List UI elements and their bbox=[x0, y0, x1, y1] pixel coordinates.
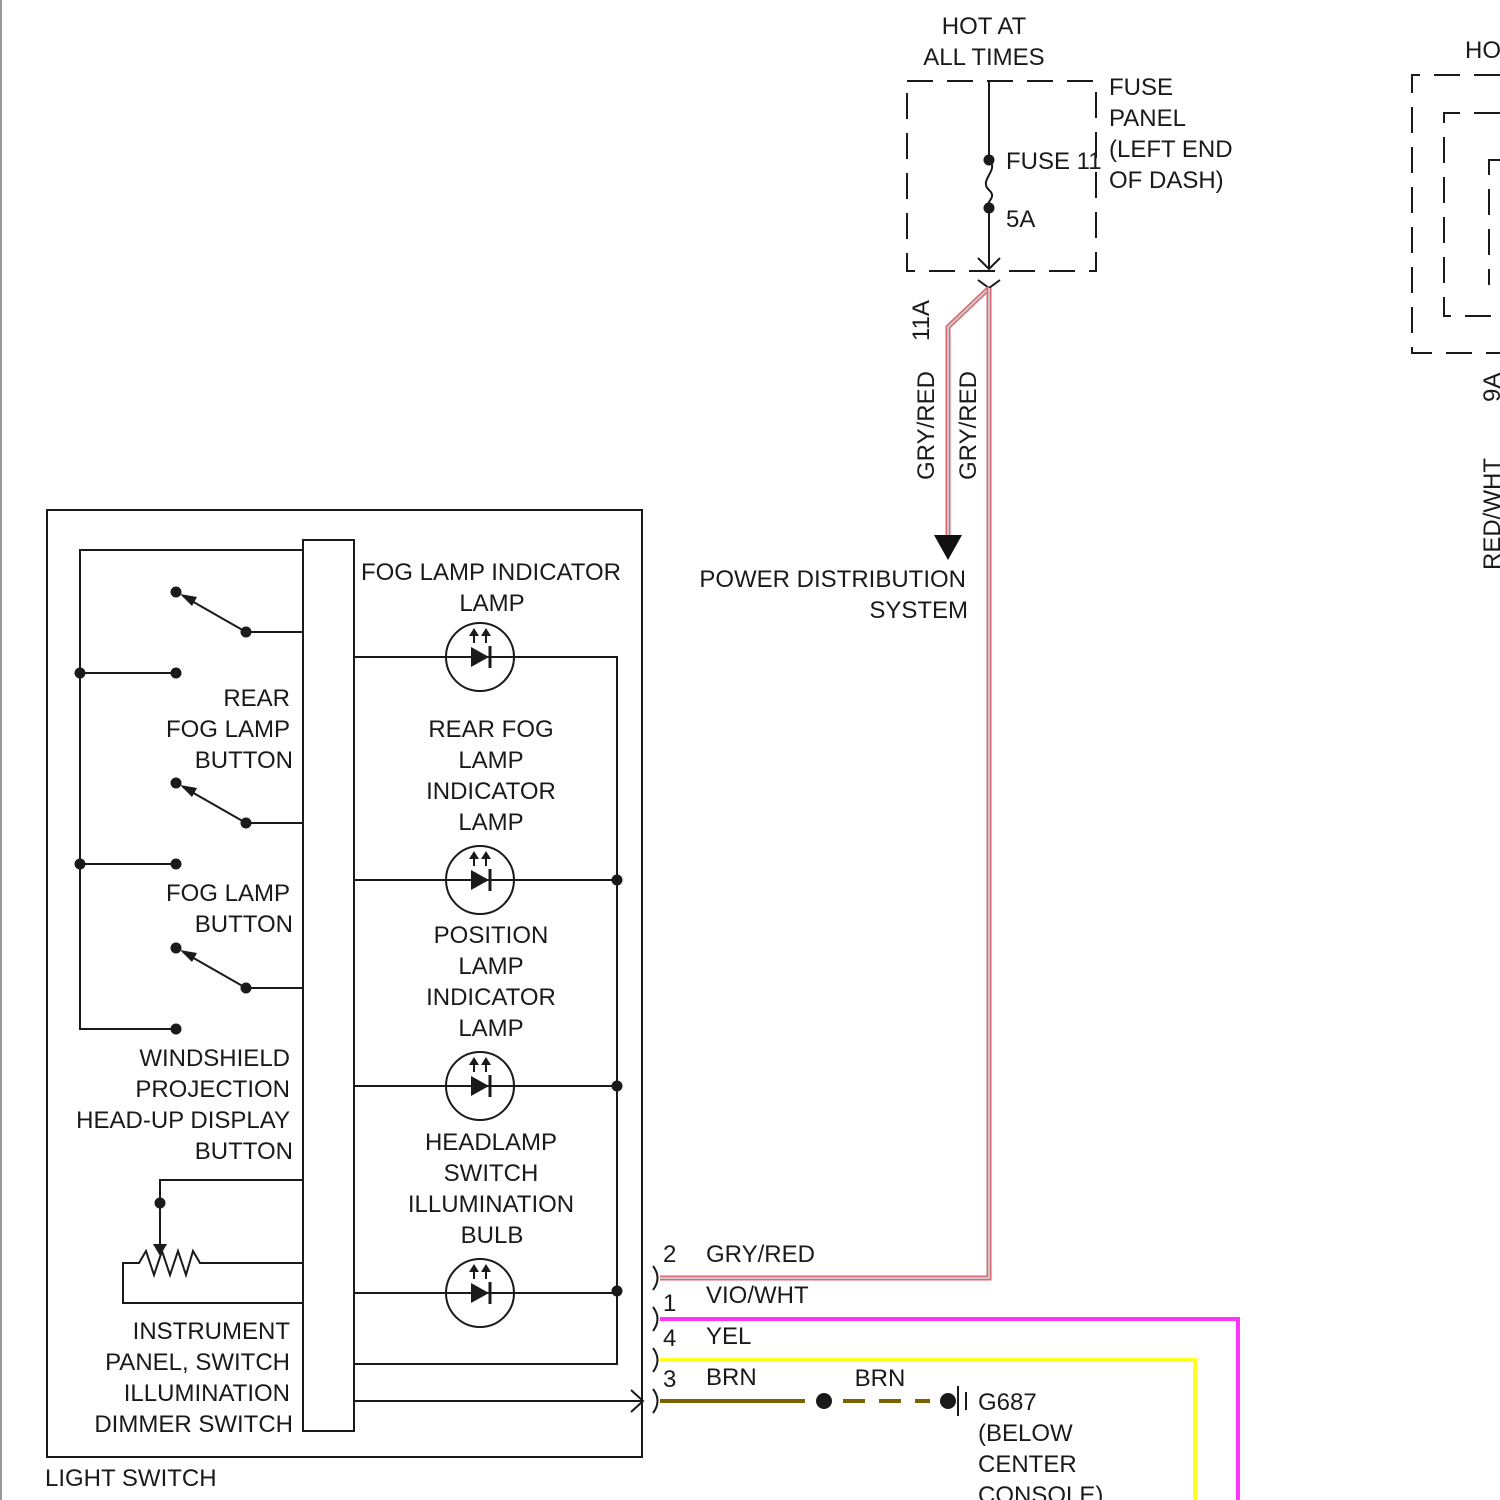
dimmer-potentiometer-icon bbox=[123, 1180, 303, 1303]
connector-pin-wire: GRY/RED bbox=[706, 1241, 815, 1268]
light-switch-label: LIGHT SWITCH bbox=[45, 1465, 217, 1492]
position-indicator-label-2: LAMP bbox=[458, 953, 523, 980]
fuse-panel-outline bbox=[907, 81, 1096, 271]
connector-pin-wire: BRN bbox=[706, 1364, 757, 1391]
connector-pin-number: 3 bbox=[663, 1366, 676, 1393]
switch-contact-icon bbox=[171, 943, 304, 994]
button-contact bbox=[171, 1024, 182, 1035]
position-indicator-label-1: POSITION bbox=[434, 922, 549, 949]
fog-button-label-1: FOG LAMP bbox=[166, 880, 290, 907]
connector-pin-3-icon bbox=[653, 1389, 658, 1413]
rear-fog-button-label-3: BUTTON bbox=[195, 747, 293, 774]
partial-box-innermost bbox=[1489, 160, 1500, 285]
position-indicator-led-icon bbox=[446, 1052, 514, 1120]
wire-label-gry-red-right: GRY/RED bbox=[955, 371, 982, 480]
power-distribution-arrow-icon bbox=[934, 535, 962, 560]
rear-fog-indicator-label-1: REAR FOG bbox=[428, 716, 553, 743]
hud-button-label-4: BUTTON bbox=[195, 1138, 293, 1165]
ground-label-1: G687 bbox=[978, 1389, 1037, 1416]
headlamp-bulb-label-2: SWITCH bbox=[444, 1160, 539, 1187]
partial-box-outer bbox=[1412, 75, 1500, 353]
gry-red-wires: 11A GRY/RED GRY/RED POWER DISTRIBUTION S… bbox=[660, 288, 989, 1278]
ground-label-4: CONSOLE) bbox=[978, 1482, 1103, 1500]
power-distribution-label-2: SYSTEM bbox=[869, 597, 968, 624]
fuse-panel-label-1: FUSE bbox=[1109, 74, 1173, 101]
ground-label-3: CENTER bbox=[978, 1451, 1077, 1478]
rear-fog-indicator-led-icon bbox=[446, 846, 514, 914]
junction-dot bbox=[612, 1286, 623, 1297]
connector-pin-1-icon bbox=[653, 1307, 658, 1331]
circuit-11a-label: 11A bbox=[908, 300, 935, 341]
headlamp-illumination-led-icon bbox=[446, 1259, 514, 1327]
partial-box-inner bbox=[1444, 113, 1500, 316]
dimmer-label-4: DIMMER SWITCH bbox=[94, 1411, 293, 1438]
rear-fog-button-label-2: FOG LAMP bbox=[166, 716, 290, 743]
light-switch: LIGHT SWITCH bbox=[45, 510, 643, 1492]
fog-indicator-label-2: LAMP bbox=[459, 590, 524, 617]
hot-at-label-2: ALL TIMES bbox=[923, 44, 1044, 71]
dimmer-label-2: PANEL, SWITCH bbox=[105, 1349, 290, 1376]
connector-pin-number: 2 bbox=[663, 1241, 676, 1268]
power-distribution-label-1: POWER DISTRIBUTION bbox=[699, 566, 966, 593]
partial-red-wht-label: RED/WHT bbox=[1479, 458, 1500, 570]
hud-button-label-2: PROJECTION bbox=[135, 1076, 290, 1103]
brn-splice bbox=[816, 1393, 832, 1409]
fuse-connector-icon-lower bbox=[978, 280, 1000, 288]
rear-fog-indicator-label-2: LAMP bbox=[458, 747, 523, 774]
rear-fog-indicator-label-4: LAMP bbox=[458, 809, 523, 836]
connector-pin-4-icon bbox=[653, 1348, 658, 1372]
hot-partial-label: HO bbox=[1465, 37, 1500, 64]
fuse-panel-label-3: (LEFT END bbox=[1109, 136, 1233, 163]
fuse-element-icon bbox=[986, 160, 992, 208]
dimmer-label-3: ILLUMINATION bbox=[124, 1380, 290, 1407]
position-indicator-label-3: INDICATOR bbox=[426, 984, 556, 1011]
connector-pin-wire: VIO/WHT bbox=[706, 1282, 809, 1309]
headlamp-bulb-label-4: BULB bbox=[461, 1222, 524, 1249]
fuse-panel-label-4: OF DASH) bbox=[1109, 167, 1224, 194]
headlamp-bulb-label-1: HEADLAMP bbox=[425, 1129, 557, 1156]
ground-splice bbox=[940, 1393, 956, 1409]
fuse-name: FUSE 11 bbox=[1006, 148, 1102, 175]
connector-pin-2-icon bbox=[653, 1266, 658, 1290]
switch-contact-icon bbox=[171, 587, 304, 638]
fog-button-label-2: BUTTON bbox=[195, 911, 293, 938]
connector-pin-number: 1 bbox=[663, 1290, 676, 1317]
fuse-panel: HOT AT ALL TIMES FUSE PANEL (LEFT END OF… bbox=[907, 13, 1233, 288]
hud-button-label-3: HEAD-UP DISPLAY bbox=[76, 1107, 290, 1134]
fuse-panel-label-2: PANEL bbox=[1109, 105, 1186, 132]
fuse-rating: 5A bbox=[1006, 206, 1035, 233]
hud-button-label-1: WINDSHIELD bbox=[139, 1045, 290, 1072]
switch-bus-bar bbox=[303, 540, 354, 1431]
fog-indicator-label-1: FOG LAMP INDICATOR bbox=[361, 559, 621, 586]
brn-mid-label: BRN bbox=[855, 1365, 906, 1392]
headlamp-bulb-label-3: ILLUMINATION bbox=[408, 1191, 574, 1218]
switch-contact-icon bbox=[171, 778, 304, 829]
partial-9a-label: 9A bbox=[1479, 373, 1500, 402]
fog-lamp-indicator-led-icon bbox=[446, 623, 514, 691]
hot-at-label-1: HOT AT bbox=[942, 13, 1027, 40]
ground-label-2: (BELOW bbox=[978, 1420, 1073, 1447]
rear-fog-indicator-label-3: INDICATOR bbox=[426, 778, 556, 805]
position-indicator-label-4: LAMP bbox=[458, 1015, 523, 1042]
button-contact bbox=[171, 859, 182, 870]
connector-pin-number: 4 bbox=[663, 1325, 676, 1352]
partial-fuse-box: HO 9A RED/WHT bbox=[1412, 37, 1500, 570]
rear-fog-button-label-1: REAR bbox=[223, 685, 290, 712]
wire-label-gry-red-left: GRY/RED bbox=[913, 371, 940, 480]
dimmer-label-1: INSTRUMENT bbox=[133, 1318, 291, 1345]
connector-pin-wire: YEL bbox=[706, 1323, 751, 1350]
button-contact bbox=[171, 668, 182, 679]
connector-pins: 2 GRY/RED 1 VIO/WHT 4 YEL 3 BRN bbox=[653, 1241, 815, 1413]
